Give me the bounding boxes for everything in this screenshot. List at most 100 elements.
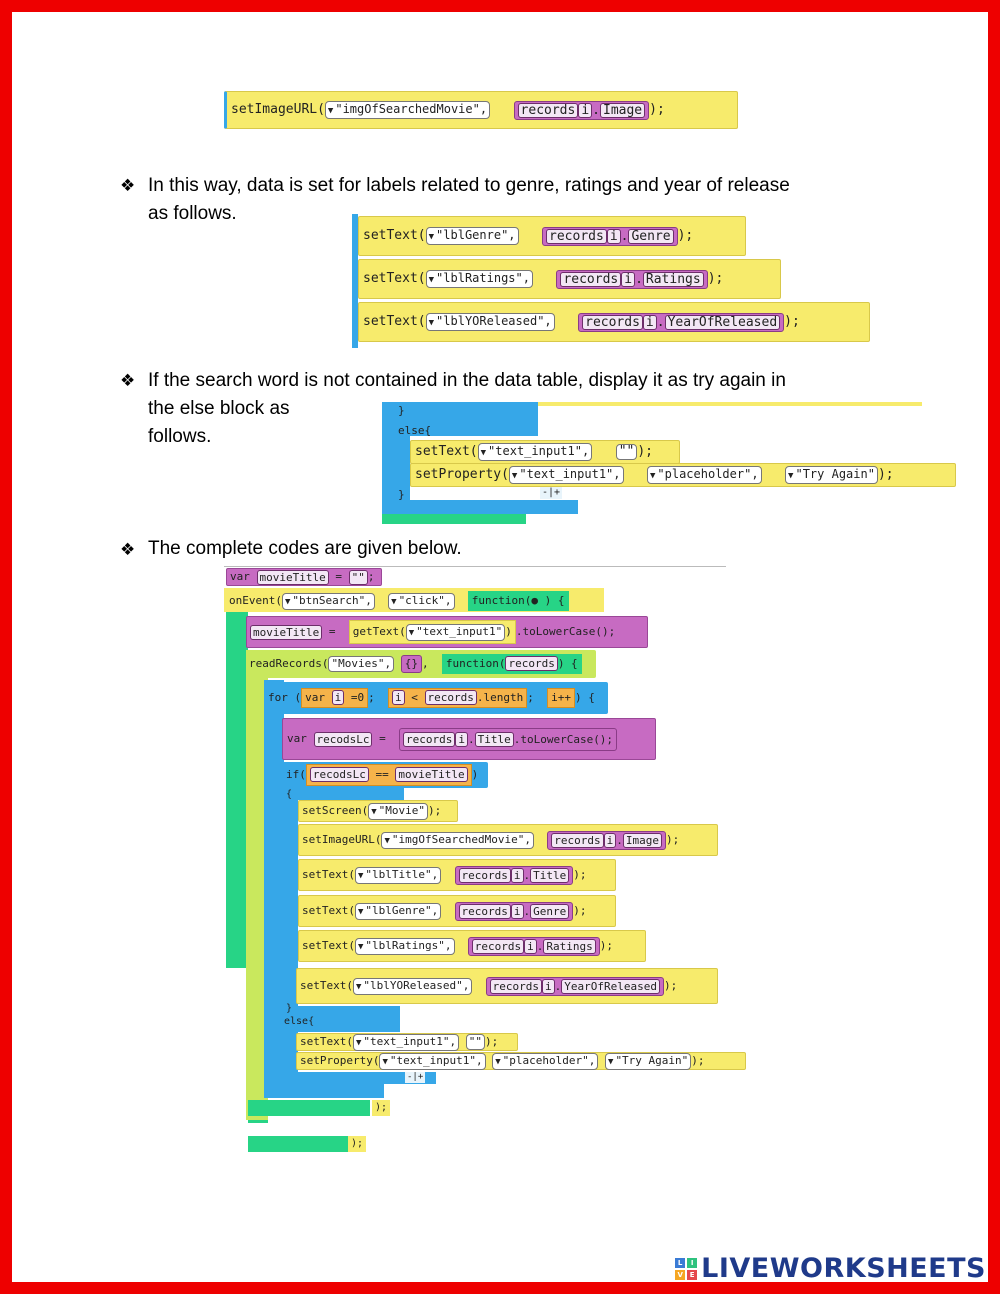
field-ref: Genre <box>530 903 570 919</box>
string-arg: ▼"text_input1", <box>379 1052 486 1070</box>
string-arg: ▼"lblYOReleased", <box>425 313 555 331</box>
bullet-icon: ❖ <box>120 176 136 196</box>
string-arg: ▼"placeholder", <box>646 466 762 484</box>
string-arg: ▼"Try Again" <box>785 466 878 484</box>
code-text: ); <box>677 228 694 243</box>
arg-text: "imgOfSearchedMovie", <box>335 102 488 116</box>
records-ref: records <box>582 314 643 330</box>
else-head <box>282 1006 400 1032</box>
records-ref: records <box>517 102 579 118</box>
code-text: ; <box>368 691 375 704</box>
keyword: var <box>287 732 307 745</box>
code-text: setText( <box>363 314 426 329</box>
keyword: var <box>230 570 250 583</box>
var-name: i <box>392 690 405 705</box>
dropdown-icon: ▼ <box>428 275 435 285</box>
field-ref: Ratings <box>543 938 596 954</box>
string-arg: ▼"lblGenre", <box>425 227 519 245</box>
var-name: movieTitle <box>395 767 468 782</box>
logo-letter: I <box>687 1257 698 1268</box>
assign-movie-title-block: movieTitle = getText(▼"text_input1").toL… <box>246 616 648 648</box>
records-ref: records <box>546 228 607 244</box>
if-side <box>282 762 298 1074</box>
arg-text: "Try Again" <box>615 1053 689 1067</box>
code-text: = <box>328 625 336 638</box>
records-ref: records <box>424 690 477 705</box>
logo-letter: L <box>675 1257 686 1268</box>
string-value: "" <box>348 569 368 585</box>
code-text: ); <box>372 1100 391 1116</box>
code-text: ); <box>573 904 587 917</box>
code-text: ; <box>367 570 375 583</box>
records-ref: records <box>458 867 511 883</box>
arg-text: "imgOfSearchedMovie", <box>391 832 531 846</box>
dropdown-icon: ▼ <box>357 870 364 881</box>
dropdown-icon: ▼ <box>495 1056 501 1067</box>
dropdown-icon: ▼ <box>357 906 364 917</box>
code-text: ); <box>428 804 442 817</box>
dropdown-icon: ▼ <box>428 318 435 328</box>
code-text: .length <box>476 691 524 704</box>
arg-text: "lblTitle", <box>365 867 439 881</box>
records-ref: records <box>402 731 456 747</box>
block-set-image-url: setImageURL( ▼"imgOfSearchedMovie", reco… <box>224 91 738 129</box>
string-arg: ▼"imgOfSearchedMovie", <box>381 831 534 849</box>
arg-text: "placeholder", <box>502 1053 596 1067</box>
block-top-edge <box>382 402 922 406</box>
field-ref: YearOfReleased <box>664 314 781 330</box>
arg-text: "Movie" <box>378 803 426 817</box>
arg-text: "text_input1", <box>519 467 621 481</box>
readrecords-foot <box>248 1100 370 1116</box>
code-text: ); <box>485 1035 499 1048</box>
var-name: movieTitle <box>250 624 323 640</box>
code-text: ); <box>637 444 653 459</box>
string-arg: ▼"click", <box>388 592 455 610</box>
dropdown-icon: ▼ <box>608 1056 614 1067</box>
code-text: ); <box>877 467 894 482</box>
arg-text: "lblRatings", <box>436 271 530 285</box>
expand-collapse-button[interactable]: -|+ <box>405 1072 426 1083</box>
comparison-block: recodsLc == movieTitle <box>305 764 472 786</box>
liveworksheets-logo: L I V E LIVEWORKSHEETS <box>675 1253 986 1284</box>
field-ref: Genre <box>628 228 674 244</box>
code-text: ); <box>348 1136 367 1152</box>
else-keyword: else{ <box>398 424 432 437</box>
expand-collapse-button[interactable]: -|+ <box>540 487 563 499</box>
arg-text: "lblGenre", <box>365 903 439 917</box>
code-text: ) <box>471 768 479 781</box>
get-text-block: getText(▼"text_input1") <box>348 620 516 644</box>
code-text: setText( <box>300 979 353 992</box>
code-text: setText( <box>415 444 478 459</box>
dropdown-icon: ▼ <box>788 471 794 481</box>
code-text: setText( <box>363 271 426 286</box>
code-text: ); <box>599 939 613 952</box>
else-setproperty-block: setProperty(▼"text_input1", ▼"placeholde… <box>296 1052 746 1070</box>
code-text: ); <box>573 868 587 881</box>
else-block-side <box>382 436 410 500</box>
arg-text: "placeholder", <box>657 467 759 481</box>
else-foot <box>282 1072 436 1084</box>
string-arg: ▼"lblRatings", <box>354 937 455 955</box>
arg-text: "lblRatings", <box>365 938 452 952</box>
logo-text: LIVEWORKSHEETS <box>701 1253 986 1284</box>
code-text: setProperty( <box>415 467 509 482</box>
field-ref: Image <box>622 832 662 848</box>
string-arg: ▼"placeholder", <box>492 1052 599 1070</box>
arg-text: "text_input1", <box>363 1034 457 1048</box>
code-text: setText( <box>302 939 355 952</box>
bullet-text-1: In this way, data is set for labels rela… <box>148 175 790 196</box>
onevent-block: onEvent( ▼"btnSearch", ▼"click", functio… <box>226 590 600 612</box>
code-text: setImageURL( <box>302 833 382 846</box>
onevent-foot <box>248 1136 348 1152</box>
code-text: ); <box>665 833 680 846</box>
string-arg: "" <box>615 444 638 460</box>
var-name: recodsLc <box>309 767 369 782</box>
code-text: setText( <box>363 228 426 243</box>
arg-text: "click", <box>398 593 452 607</box>
logo-letter: V <box>675 1269 686 1280</box>
bullet-icon: ❖ <box>120 371 136 391</box>
increment-block: i++ <box>547 688 575 708</box>
